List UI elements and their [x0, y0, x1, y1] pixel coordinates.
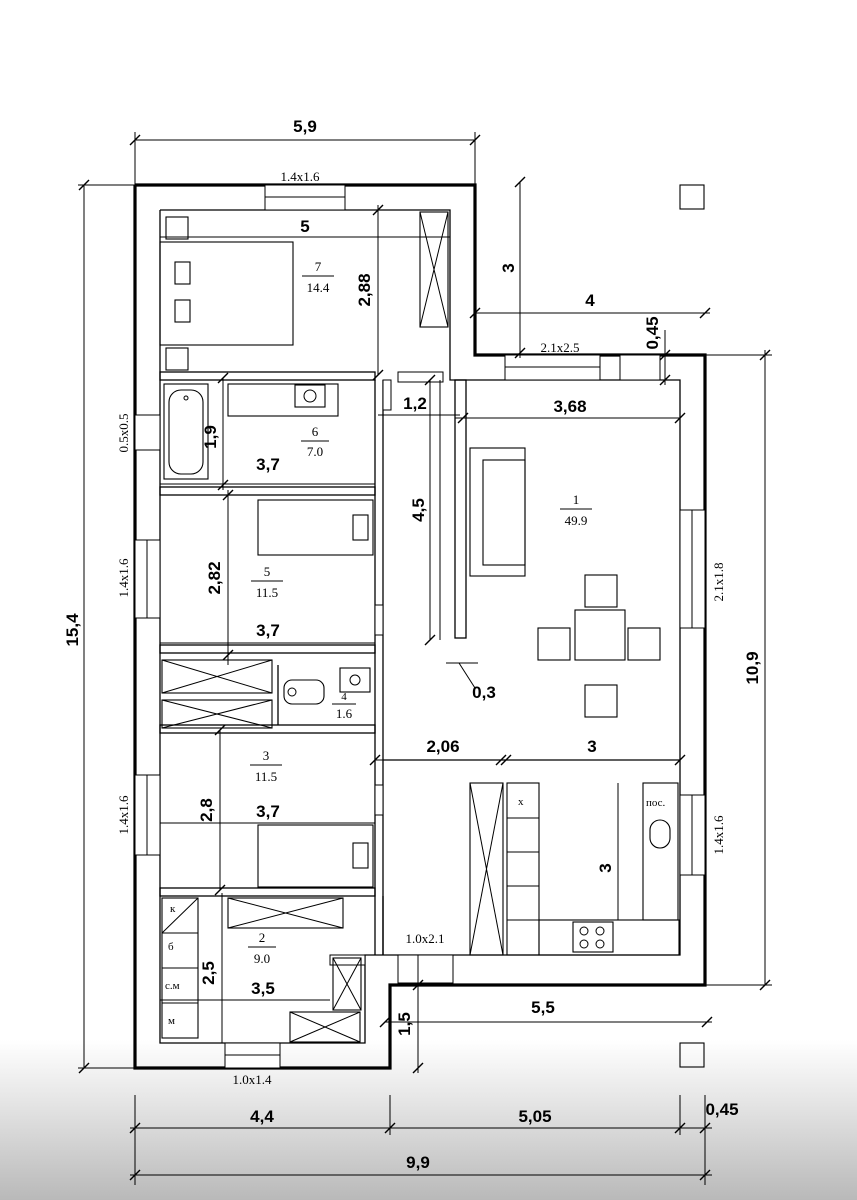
svg-text:5: 5 — [264, 564, 271, 579]
dining-table — [574, 609, 626, 661]
svg-text:11.5: 11.5 — [255, 769, 277, 784]
bed-3 — [257, 824, 374, 888]
bed-5 — [257, 499, 374, 556]
dim-porch-height: 1,5 — [395, 1012, 414, 1036]
room-3-label: 3 11.5 — [250, 748, 282, 784]
label-tank: б — [168, 941, 174, 953]
label-washer: с.м — [165, 980, 180, 992]
svg-text:4: 4 — [341, 691, 347, 703]
fixture-labels: к б с.м м х пос. — [165, 796, 666, 1027]
dim-hall-width: 2,06 — [426, 737, 459, 756]
room-labels: 7 14.4 6 7.0 1 49.9 5 11.5 4 1.6 3 11.5 — [248, 259, 592, 966]
room-2-label: 2 9.0 — [248, 930, 276, 966]
bathtub — [163, 383, 209, 480]
dim-bath-width: 3,7 — [256, 455, 280, 474]
dim-room2-height: 2,5 — [199, 961, 218, 985]
wc-sink — [339, 667, 371, 693]
bed — [159, 241, 294, 346]
dim-corridor-width: 1,2 — [403, 394, 427, 413]
dim-room2-width: 3,5 — [251, 979, 275, 998]
dim-bottom-total: 9,9 — [406, 1153, 430, 1172]
dim-room5-width: 3,7 — [256, 621, 280, 640]
label-window-room5: 1.4x1.6 — [116, 558, 131, 598]
dim-bottom-left: 4,4 — [250, 1107, 274, 1126]
svg-text:3: 3 — [263, 748, 270, 763]
opening-labels: 1.4x1.6 2.1x2.5 0.5x0.5 1.4x1.6 1.4x1.6 … — [116, 169, 726, 1087]
dimension-labels: 5,9 15,4 5 2,88 3 4 0,45 10,9 1,2 3,68 4… — [63, 117, 762, 1172]
dim-kitchen-width: 3 — [587, 737, 596, 756]
kitchen-cabinet — [469, 782, 504, 956]
dim-top-width: 5,9 — [293, 117, 317, 136]
label-entrance-door: 1.0x2.1 — [406, 931, 445, 946]
label-dishwasher: пос. — [646, 797, 666, 809]
dim-step-offset: 0,45 — [643, 316, 662, 349]
label-window-top: 1.4x1.6 — [281, 169, 321, 184]
dim-living-width: 3,68 — [553, 397, 586, 416]
dim-partition: 0,3 — [472, 683, 496, 702]
dim-room5-height: 2,82 — [205, 561, 224, 594]
openings — [134, 184, 706, 1069]
room-1-label: 1 49.9 — [560, 492, 592, 528]
dim-step-height: 3 — [499, 263, 518, 272]
svg-text:7: 7 — [315, 259, 322, 274]
toilet — [283, 679, 325, 705]
dim-bottom-right: 0,45 — [705, 1100, 738, 1119]
svg-text:11.5: 11.5 — [256, 585, 278, 600]
bath-counter — [227, 383, 339, 417]
room-6-label: 6 7.0 — [301, 424, 329, 459]
dim-corridor-height: 4,5 — [409, 498, 428, 522]
label-window-living: 2.1x1.8 — [711, 563, 726, 602]
svg-text:49.9: 49.9 — [565, 513, 588, 528]
label-window-terrace: 2.1x2.5 — [541, 340, 580, 355]
label-sink: м — [168, 1015, 175, 1027]
dim-room3-width: 3,7 — [256, 802, 280, 821]
dim-right-height: 10,9 — [743, 651, 762, 684]
label-boiler: к — [170, 903, 176, 915]
stove — [572, 921, 614, 953]
svg-text:14.4: 14.4 — [307, 280, 330, 295]
room-5-label: 5 11.5 — [251, 564, 283, 600]
dim-porch-width: 5,5 — [531, 998, 555, 1017]
window-bath — [134, 414, 161, 451]
svg-text:1.6: 1.6 — [336, 706, 353, 721]
label-window-kitchen: 1.4x1.6 — [711, 815, 726, 855]
label-window-bath: 0.5x0.5 — [116, 414, 131, 453]
svg-text:6: 6 — [312, 424, 319, 439]
dim-bottom-mid: 5,05 — [518, 1107, 551, 1126]
furniture — [159, 184, 705, 1068]
kitchen-counter — [506, 782, 540, 956]
dim-step-width: 4 — [585, 291, 595, 310]
sofa — [469, 447, 526, 577]
svg-text:1: 1 — [573, 492, 580, 507]
dimension-lines — [78, 132, 772, 1185]
dishwasher — [642, 782, 679, 921]
svg-text:7.0: 7.0 — [307, 444, 323, 459]
room-4-label: 4 1.6 — [332, 691, 356, 721]
label-fridge: х — [518, 796, 524, 808]
room-7-label: 7 14.4 — [302, 259, 334, 295]
dim-bath-height: 1,9 — [201, 425, 220, 449]
dim-overall-height: 15,4 — [63, 613, 82, 647]
label-window-room2: 1.0x1.4 — [233, 1072, 273, 1087]
dim-bedroom7-height: 2,88 — [355, 273, 374, 306]
dim-bedroom7-width: 5 — [300, 217, 309, 236]
svg-text:2: 2 — [259, 930, 266, 945]
wardrobe-7 — [419, 211, 449, 328]
svg-text:9.0: 9.0 — [254, 951, 270, 966]
dim-room3-height: 2,8 — [197, 798, 216, 822]
label-window-room3: 1.4x1.6 — [116, 795, 131, 835]
entrance-door — [397, 954, 454, 984]
dim-kitchen-height: 3 — [596, 863, 615, 872]
